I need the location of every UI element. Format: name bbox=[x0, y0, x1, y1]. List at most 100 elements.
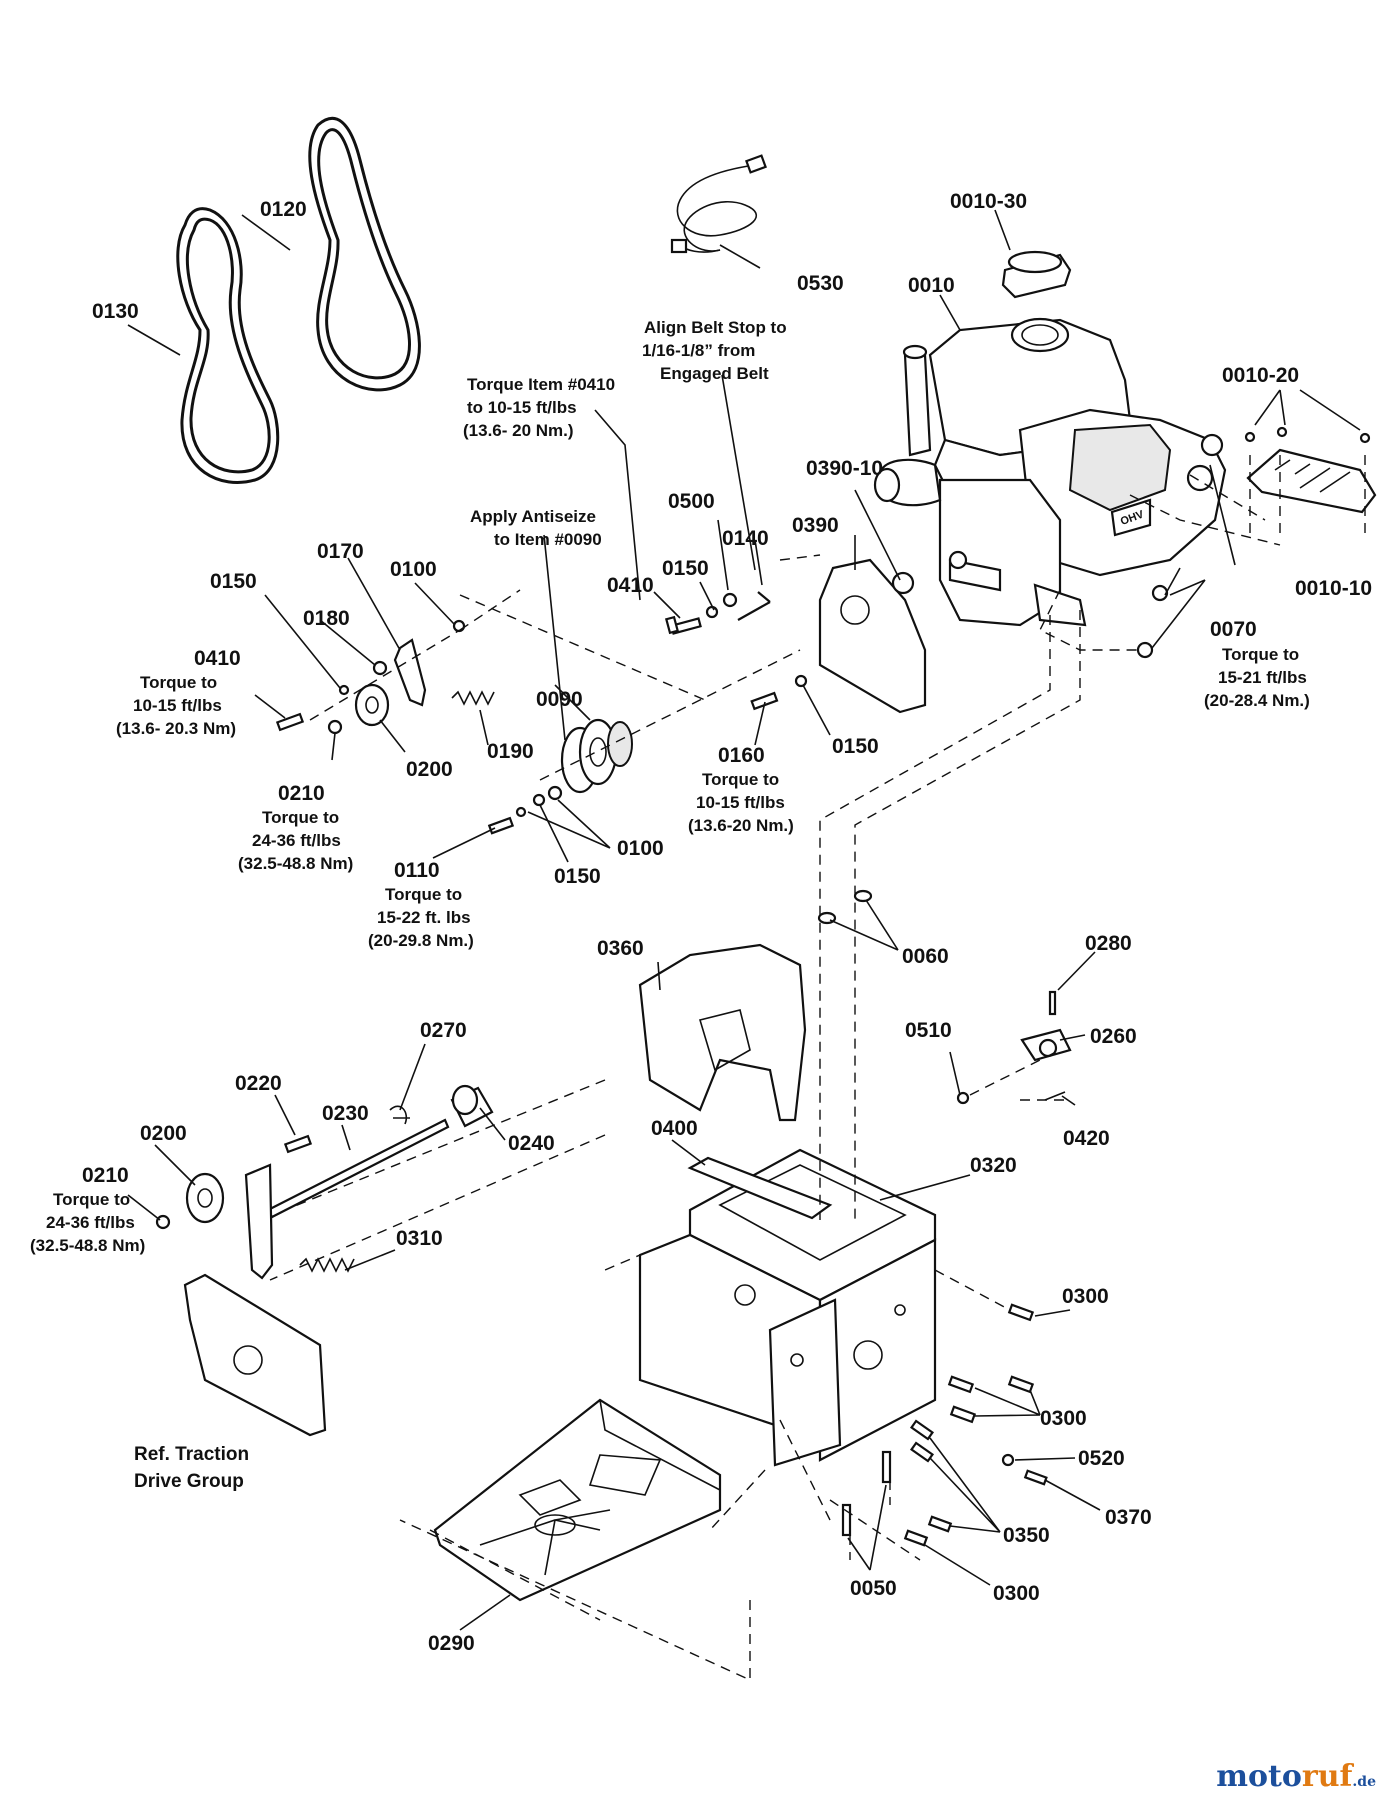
pin-0280 bbox=[1048, 990, 1057, 1016]
belt-cover-0360 bbox=[638, 943, 807, 1122]
label-0390-10: 0390-10 bbox=[806, 457, 883, 480]
label-0010: 0010 bbox=[908, 274, 955, 297]
part-labels: 0010-30 0010 0010-20 0010-10 0070 Torque… bbox=[30, 190, 1372, 1655]
washer-0150-e bbox=[515, 806, 527, 818]
nut-0070-a bbox=[1151, 584, 1169, 602]
label-0050: 0050 bbox=[850, 1577, 897, 1600]
label-0500: 0500 bbox=[668, 490, 715, 513]
label-0100-a: 0100 bbox=[390, 558, 437, 581]
washer-0150-b bbox=[338, 684, 350, 696]
bolt-0300-a bbox=[1007, 1303, 1035, 1322]
bolt-0160 bbox=[750, 691, 779, 711]
label-0510: 0510 bbox=[905, 1019, 952, 1042]
watermark-main: moto bbox=[1216, 1759, 1302, 1794]
label-0270: 0270 bbox=[420, 1019, 467, 1042]
bolt-0370 bbox=[1023, 1469, 1048, 1486]
label-0300-c: 0300 bbox=[993, 1582, 1040, 1605]
label-0530: 0530 bbox=[797, 272, 844, 295]
washer-0150-a bbox=[705, 605, 719, 619]
bolt-0350-c bbox=[927, 1515, 953, 1533]
belt-stop-0140 bbox=[737, 591, 771, 621]
plate-0400 bbox=[687, 1156, 833, 1220]
label-0240: 0240 bbox=[508, 1132, 555, 1155]
assembly-dashed-lines bbox=[269, 455, 1366, 1682]
label-0220: 0220 bbox=[235, 1072, 282, 1095]
label-0370: 0370 bbox=[1105, 1506, 1152, 1529]
label-0010-30: 0010-30 bbox=[950, 190, 1027, 213]
washer-0500 bbox=[722, 592, 738, 608]
washer-0150-d bbox=[532, 793, 546, 807]
cotter-pin-0270 bbox=[389, 1105, 410, 1125]
note-antiseize: Apply Antiseize to Item #0090 bbox=[470, 507, 602, 549]
pulley-0090 bbox=[560, 718, 633, 794]
washer-0390-10 bbox=[891, 571, 915, 595]
bolt-0350-a bbox=[909, 1419, 935, 1441]
label-0140: 0140 bbox=[722, 527, 769, 550]
note-0110-torque: Torque to 15-22 ft. lbs (20-29.8 Nm.) bbox=[368, 885, 475, 950]
note-0160-torque: Torque to 10-15 ft/lbs (13.6-20 Nm.) bbox=[688, 770, 794, 835]
label-0160: 0160 bbox=[718, 744, 765, 767]
label-0130: 0130 bbox=[92, 300, 139, 323]
note-0070-torque: Torque to 15-21 ft/lbs (20-28.4 Nm.) bbox=[1204, 645, 1312, 710]
bolt-0410 bbox=[664, 615, 702, 635]
traction-drive-bracket bbox=[183, 1273, 327, 1437]
label-0360: 0360 bbox=[597, 937, 644, 960]
bolt-0220 bbox=[283, 1134, 313, 1154]
clip-0420 bbox=[1044, 1091, 1066, 1101]
gas-cap-0010-30 bbox=[1001, 250, 1072, 299]
note-ref-traction-drive: Ref. Traction Drive Group bbox=[134, 1444, 254, 1492]
watermark-suffix: .de bbox=[1352, 1774, 1376, 1790]
label-0200-b: 0200 bbox=[140, 1122, 187, 1145]
bushing-0240 bbox=[450, 1084, 494, 1128]
bolt-0300-b1 bbox=[947, 1375, 975, 1394]
note-0210-b-torque: Torque to 24-36 ft/lbs (32.5-48.8 Nm) bbox=[30, 1190, 145, 1255]
watermark-accent: ruf bbox=[1301, 1759, 1353, 1794]
label-0230: 0230 bbox=[322, 1102, 369, 1125]
idler-bracket-0170 bbox=[393, 638, 427, 707]
label-0180: 0180 bbox=[303, 607, 350, 630]
leader-lines bbox=[127, 209, 1361, 1631]
label-0410-b: 0410 bbox=[194, 647, 241, 670]
label-0260: 0260 bbox=[1090, 1025, 1137, 1048]
label-0170: 0170 bbox=[317, 540, 364, 563]
spacer-0180 bbox=[372, 660, 388, 676]
washer-0510 bbox=[956, 1091, 970, 1105]
bracket-0260 bbox=[1020, 1028, 1072, 1062]
engine-0010: OHV bbox=[873, 317, 1227, 627]
label-0150-b: 0150 bbox=[210, 570, 257, 593]
belt-0130 bbox=[176, 207, 280, 484]
label-0010-20: 0010-20 bbox=[1222, 364, 1299, 387]
bolt-0300-b2 bbox=[1007, 1375, 1035, 1394]
note-align-belt-stop-lines: Align Belt Stop to 1/16-1/8” from Engage… bbox=[642, 318, 791, 383]
label-0150-a: 0150 bbox=[662, 557, 709, 580]
label-0390: 0390 bbox=[792, 514, 839, 537]
note-0410-b-torque: Torque to 10-15 ft/lbs (13.6- 20.3 Nm) bbox=[116, 673, 236, 738]
label-0420: 0420 bbox=[1063, 1127, 1110, 1150]
label-0350: 0350 bbox=[1003, 1524, 1050, 1547]
label-0280: 0280 bbox=[1085, 932, 1132, 955]
label-0210-a: 0210 bbox=[278, 782, 325, 805]
label-0150-d: 0150 bbox=[554, 865, 601, 888]
washer-0100-b bbox=[547, 785, 563, 801]
idler-arm bbox=[244, 1163, 274, 1280]
nut-0210-b bbox=[155, 1214, 171, 1230]
washer-0520 bbox=[1001, 1453, 1015, 1467]
note-0210-a-torque: Torque to 24-36 ft/lbs (32.5-48.8 Nm) bbox=[238, 808, 353, 873]
label-0310: 0310 bbox=[396, 1227, 443, 1250]
watermark-logo: motoruf.de bbox=[1216, 1759, 1376, 1794]
label-0150-c: 0150 bbox=[832, 735, 879, 758]
label-0300-b: 0300 bbox=[1040, 1407, 1087, 1430]
belt-guard-0390 bbox=[818, 558, 927, 714]
label-0110: 0110 bbox=[394, 859, 440, 882]
label-0120: 0120 bbox=[260, 198, 307, 221]
label-0060: 0060 bbox=[902, 945, 949, 968]
label-0010-10: 0010-10 bbox=[1295, 577, 1372, 600]
label-0400: 0400 bbox=[651, 1117, 698, 1140]
bolt-0110 bbox=[487, 816, 515, 835]
washer-0060-b bbox=[853, 889, 873, 903]
idler-pulley-0200-a bbox=[354, 683, 390, 727]
belt-0120 bbox=[308, 116, 421, 392]
spring-0310 bbox=[299, 1257, 355, 1273]
bolt-0300-c bbox=[903, 1529, 929, 1547]
